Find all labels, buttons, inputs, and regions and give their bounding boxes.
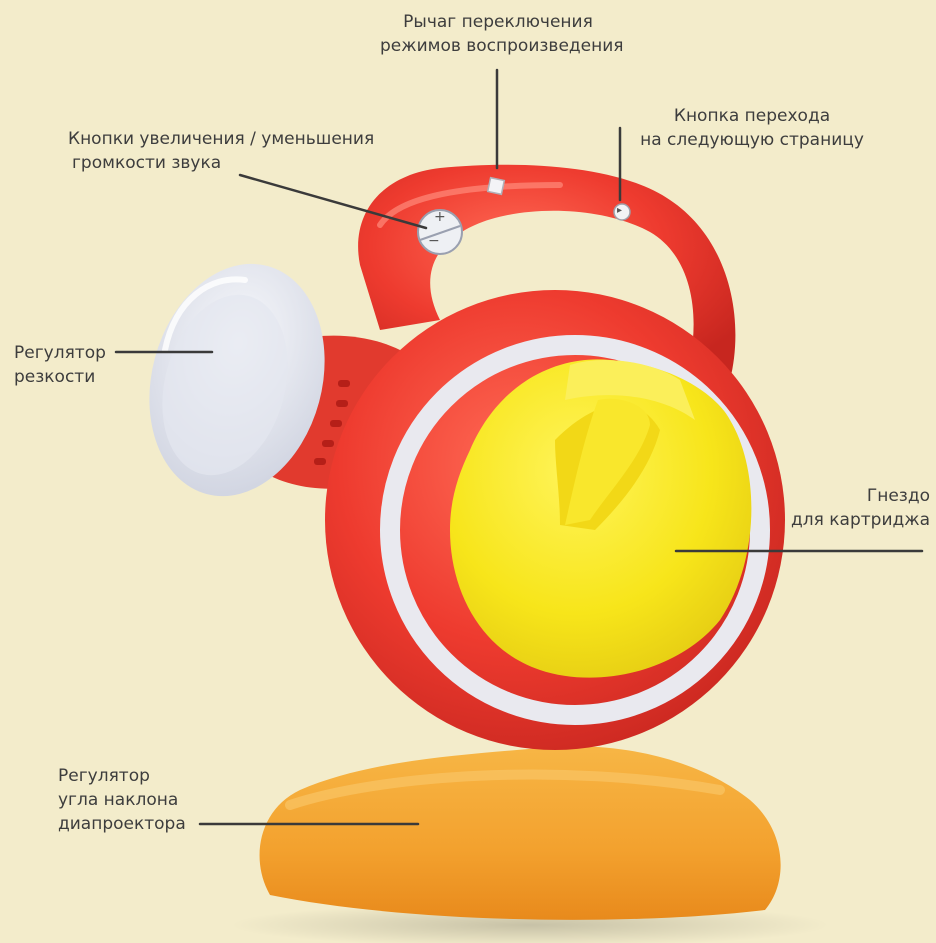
next-page-icon: ▸ (617, 204, 622, 218)
label-tilt-knob: Регулятор угла наклона диапроектора (58, 764, 186, 836)
label-playback-lever-line1: Рычаг переключения (380, 10, 616, 34)
label-playback-lever-line2: режимов воспроизведения (380, 34, 616, 58)
label-volume-line2: громкости звука (72, 151, 374, 175)
label-next-page-line2: на следующую страницу (636, 128, 868, 152)
label-volume-line1: Кнопки увеличения / уменьшения (68, 127, 374, 151)
label-tilt-line3: диапроектора (58, 812, 186, 836)
label-tilt-line1: Регулятор (58, 764, 186, 788)
label-focus-line1: Регулятор (14, 341, 106, 365)
label-cartridge-line2: для картриджа (790, 508, 930, 532)
label-focus-knob: Регулятор резкости (14, 341, 106, 389)
label-next-page-button: Кнопка перехода на следующую страницу (636, 104, 868, 152)
label-focus-line2: резкости (14, 365, 106, 389)
label-cartridge-slot: Гнездо для картриджа (790, 484, 930, 532)
label-cartridge-line1: Гнездо (790, 484, 930, 508)
volume-minus-icon: − (428, 234, 440, 248)
label-playback-lever: Рычаг переключения режимов воспроизведен… (380, 10, 616, 58)
label-volume-buttons: Кнопки увеличения / уменьшения громкости… (68, 127, 374, 175)
label-tilt-line2: угла наклона (58, 788, 186, 812)
tilt-stand (260, 746, 781, 920)
label-next-page-line1: Кнопка перехода (636, 104, 868, 128)
playback-lever-graphic (488, 178, 505, 195)
volume-plus-icon: + (434, 210, 446, 224)
